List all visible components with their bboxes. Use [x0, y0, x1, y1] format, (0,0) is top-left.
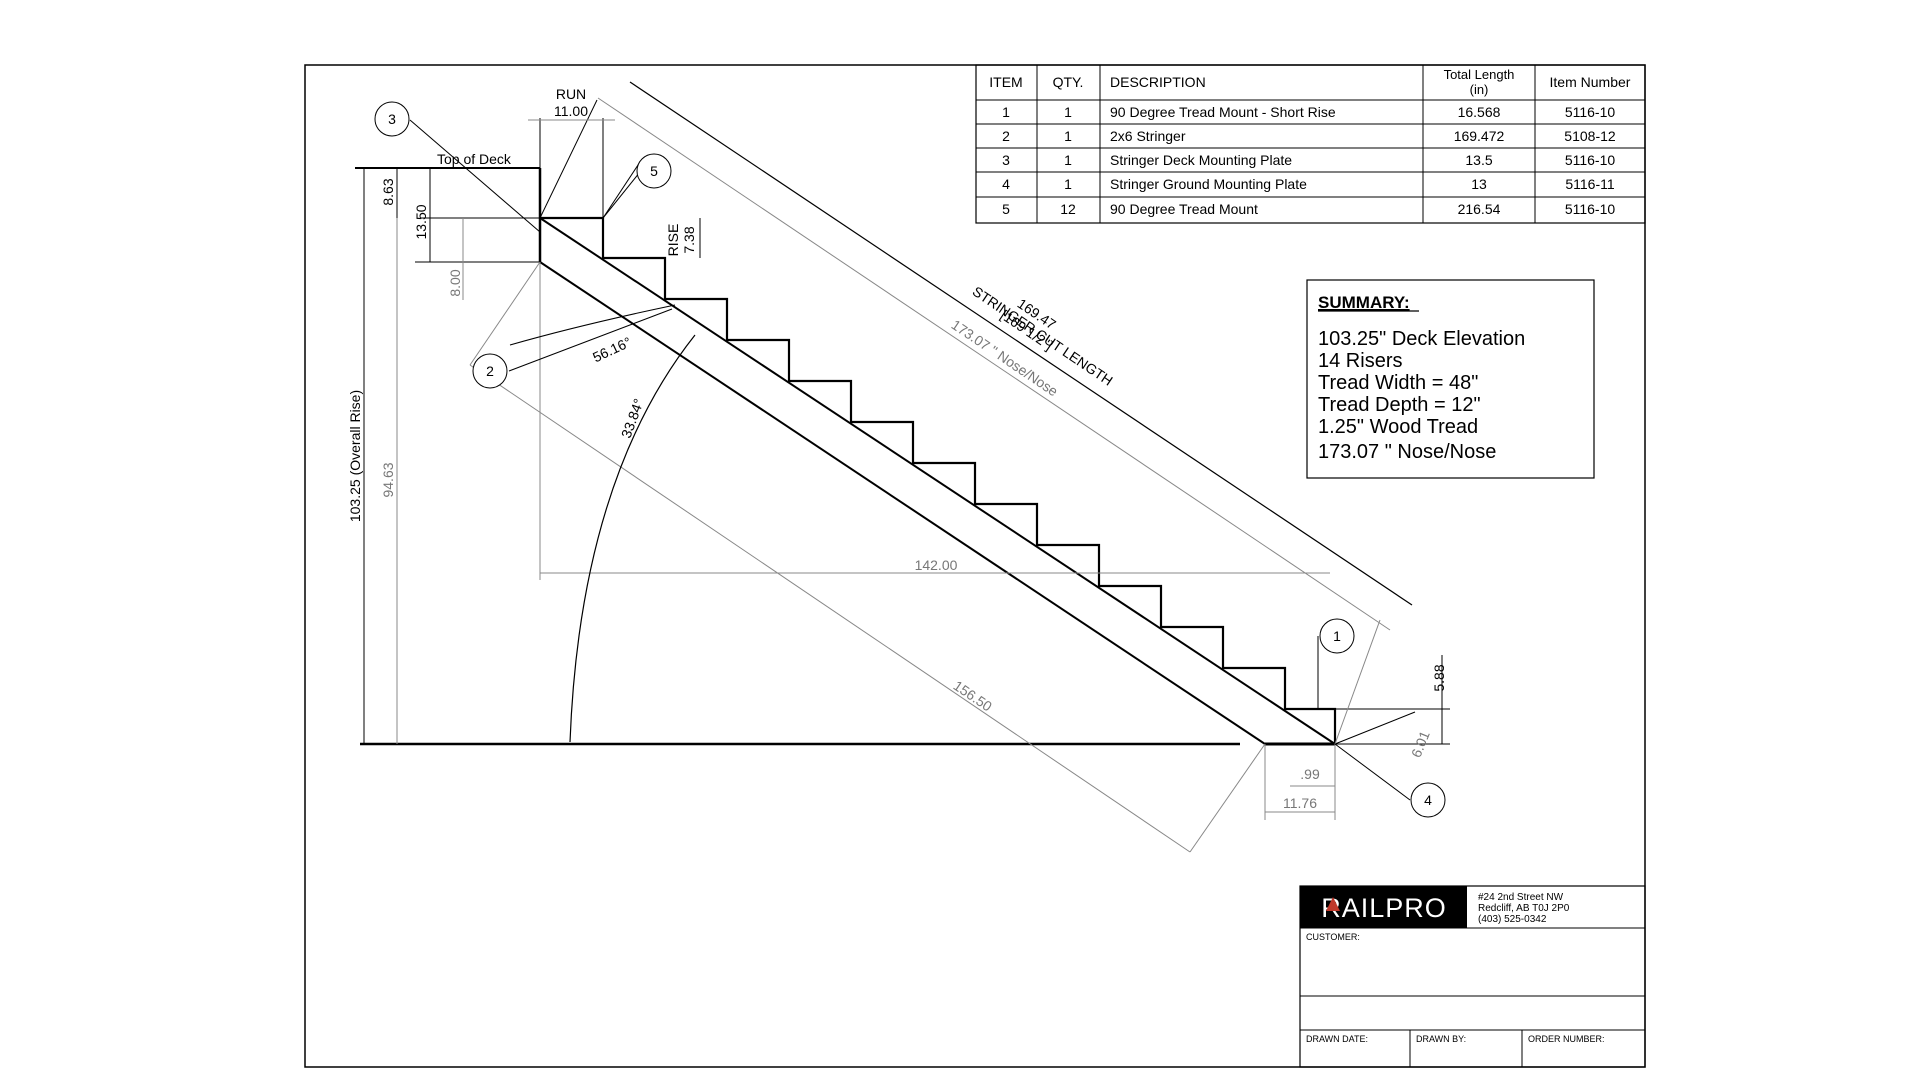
bom-header-length: Total Length	[1444, 67, 1515, 82]
customer-label: CUSTOMER:	[1306, 932, 1360, 942]
bom-header-item: ITEM	[989, 74, 1022, 90]
overall-rise-label: 103.25 (Overall Rise)	[347, 390, 363, 522]
dim-13-50: 13.50	[413, 204, 429, 239]
bom-cell-length: 13.5	[1465, 152, 1492, 168]
logo-accent-icon	[1326, 897, 1340, 911]
summary-line: Tread Depth = 12"	[1318, 394, 1481, 416]
dim-11-76: 11.76	[1283, 795, 1317, 811]
stair-drawing	[355, 99, 1337, 746]
dim-8-63: 8.63	[380, 178, 396, 205]
bom-header-length-unit: (in)	[1470, 82, 1489, 97]
order-number-label: ORDER NUMBER:	[1528, 1034, 1605, 1044]
bom-cell-qty: 1	[1064, 128, 1072, 144]
bom-cell-description: Stringer Deck Mounting Plate	[1110, 152, 1292, 168]
dim-0-99: .99	[1300, 766, 1320, 782]
bom-header-qty: QTY.	[1053, 74, 1084, 90]
summary-line: 173.07 " Nose/Nose	[1318, 441, 1496, 463]
stringer-lower-edge	[539, 261, 1266, 745]
bom-cell-item: 4	[1002, 176, 1010, 192]
callout-4	[1410, 782, 1446, 818]
callouts: 3 5 2 1 4	[374, 101, 1446, 818]
drawn-by-label: DRAWN BY:	[1416, 1034, 1466, 1044]
bom-cell-length: 16.568	[1458, 104, 1501, 120]
bom-cell-qty: 12	[1060, 201, 1076, 217]
company-logo: RAILPRO	[1321, 893, 1447, 923]
bom-cell-qty: 1	[1064, 176, 1072, 192]
bom-cell-qty: 1	[1064, 104, 1072, 120]
drawn-date-label: DRAWN DATE:	[1306, 1034, 1368, 1044]
bom-cell-item: 2	[1002, 128, 1010, 144]
bom-cell-description: 90 Degree Tread Mount	[1110, 201, 1258, 217]
svg-text:3: 3	[388, 111, 396, 127]
sheet-border	[304, 64, 1646, 1068]
bom-cell-description: 2x6 Stringer	[1110, 128, 1186, 144]
address-line-2: Redcliff, AB T0J 2P0	[1478, 903, 1570, 914]
summary-box: SUMMARY: 103.25" Deck Elevation 14 Riser…	[1306, 279, 1595, 479]
svg-text:5: 5	[650, 163, 658, 179]
bom-cell-item-number: 5108-12	[1564, 128, 1616, 144]
callout-5	[636, 153, 672, 189]
angle-56-16: 56.16°	[590, 334, 634, 366]
bom-cell-length: 169.472	[1454, 128, 1505, 144]
bom-header-item-number: Item Number	[1550, 74, 1631, 90]
dim-156-50: 156.50	[951, 677, 996, 714]
bom-cell-item: 3	[1002, 152, 1010, 168]
summary-line: Tread Width = 48"	[1318, 372, 1478, 394]
dim-8-00: 8.00	[447, 269, 463, 296]
dim-94-63: 94.63	[380, 462, 396, 497]
dim-142-00: 142.00	[915, 557, 958, 573]
callout-2	[472, 353, 508, 389]
bom-cell-length: 13	[1471, 176, 1487, 192]
bom-header-description: DESCRIPTION	[1110, 74, 1206, 90]
bom-cell-item-number: 5116-10	[1565, 104, 1616, 120]
dim-5-88: 5.88	[1431, 664, 1447, 691]
bom-cell-length: 216.54	[1458, 201, 1501, 217]
bom-cell-description: Stringer Ground Mounting Plate	[1110, 176, 1307, 192]
bom-cell-item-number: 5116-11	[1565, 176, 1615, 192]
phone-line: (403) 525-0342	[1478, 914, 1547, 925]
top-of-deck-label: Top of Deck	[437, 151, 512, 167]
bom-cell-item-number: 5116-10	[1565, 152, 1616, 168]
stringer-upper-edge	[539, 217, 1336, 745]
summary-title: SUMMARY:	[1318, 293, 1410, 312]
address-line-1: #24 2nd Street NW	[1478, 892, 1564, 903]
summary-line: 14 Risers	[1318, 350, 1402, 372]
run-value: 11.00	[554, 103, 588, 119]
summary-line: 1.25" Wood Tread	[1318, 416, 1478, 438]
callout-1	[1319, 618, 1355, 654]
rise-value: 7.38	[681, 226, 697, 253]
svg-text:4: 4	[1424, 792, 1432, 808]
tread-steps	[540, 216, 1337, 744]
bom-cell-item-number: 5116-10	[1565, 201, 1616, 217]
callout-3	[374, 101, 410, 137]
logo-block	[1300, 886, 1467, 928]
bom-cell-item: 5	[1002, 201, 1010, 217]
title-block: RAILPRO #24 2nd Street NW Redcliff, AB T…	[1299, 885, 1646, 1068]
rise-label: RISE	[665, 224, 681, 257]
svg-text:2: 2	[486, 363, 494, 379]
summary-line: 103.25" Deck Elevation	[1318, 328, 1525, 350]
svg-text:1: 1	[1333, 628, 1341, 644]
bom-cell-qty: 1	[1064, 152, 1072, 168]
bom-table: ITEM QTY. DESCRIPTION Total Length (in) …	[975, 64, 1646, 224]
bom-cell-item: 1	[1002, 104, 1010, 120]
run-label: RUN	[556, 86, 586, 102]
bom-rows: 1 1 90 Degree Tread Mount - Short Rise 16.5…	[1002, 104, 1616, 217]
bom-cell-description: 90 Degree Tread Mount - Short Rise	[1110, 104, 1336, 120]
